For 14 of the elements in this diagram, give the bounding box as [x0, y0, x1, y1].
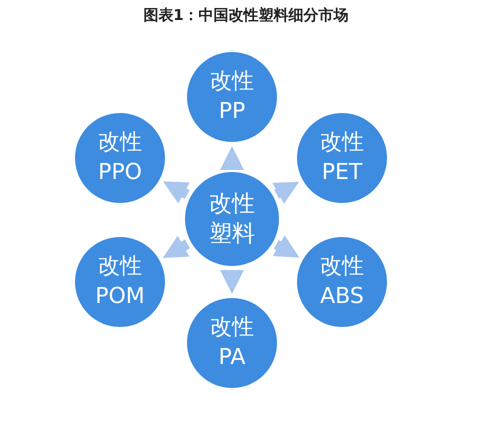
title: 图表1：中国改性塑料细分市场	[142, 6, 350, 25]
arrow	[272, 182, 300, 204]
arrow	[162, 236, 190, 258]
node-label: 改性 PPO	[97, 129, 143, 187]
node-label: 改性 POM	[94, 253, 146, 311]
node-label: 改性塑料	[208, 190, 256, 249]
node-label: 改性 PA	[209, 314, 255, 372]
node-label: 改性 PP	[209, 68, 255, 126]
node-label: 改性 PET	[319, 129, 365, 187]
arrow	[272, 235, 300, 258]
node-label: 改性 ABS	[319, 253, 365, 311]
arrow	[220, 146, 244, 170]
arrow	[163, 181, 190, 204]
arrow	[220, 270, 244, 294]
